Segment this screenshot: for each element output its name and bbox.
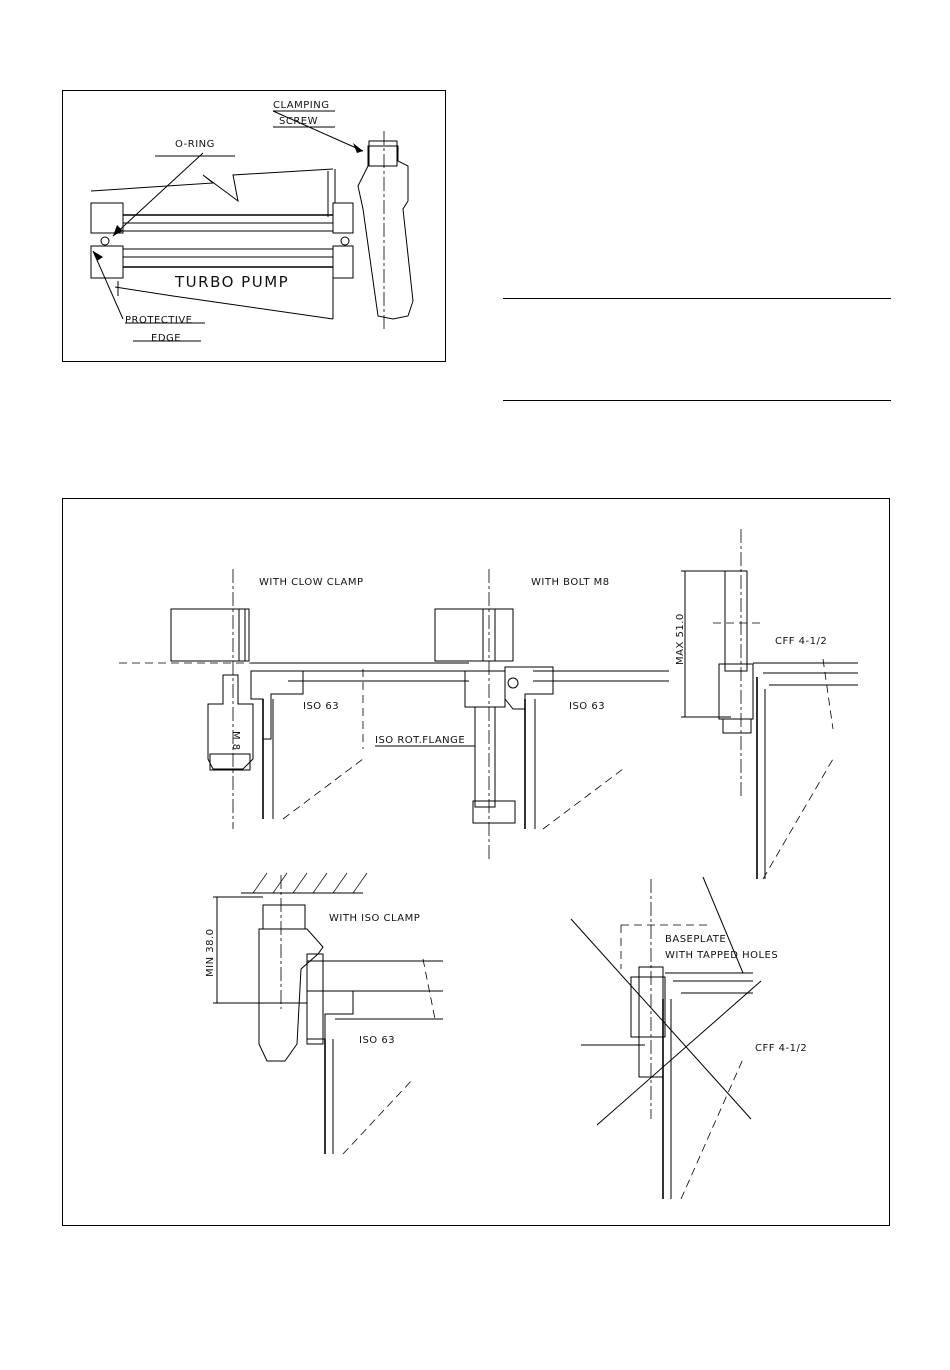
baseplate-label-1: BASEPLATE [665, 934, 726, 945]
iso63-label-a: ISO 63 [303, 701, 339, 712]
max-51-label: MAX 51.0 [675, 613, 686, 665]
break-line-top [91, 169, 333, 201]
turbo-pump-clamping-figure: CLAMPING SCREW O-RING TURBO PUMP PROTECT… [62, 90, 446, 362]
bolt-m8-label: WITH BOLT M8 [531, 577, 610, 588]
cff-label-a: CFF 4-1/2 [775, 636, 827, 647]
clamping-claw [358, 146, 413, 319]
m8-claw-label: M 8 [230, 731, 241, 751]
iso63-label-b: ISO 63 [569, 701, 605, 712]
iso-clamp-label: WITH ISO CLAMP [329, 913, 420, 924]
clamping-label-2: SCREW [279, 116, 318, 127]
protective-label-1: PROTECTIVE [125, 315, 192, 326]
o-ring-label: O-RING [175, 139, 215, 150]
turbo-pump-label: TURBO PUMP [174, 273, 289, 291]
horizontal-rule-bottom [503, 400, 891, 401]
left-flange-lower [91, 246, 123, 278]
right-flange-lower [333, 246, 353, 278]
iso63-label-c: ISO 63 [359, 1035, 395, 1046]
right-flange-upper [333, 203, 353, 233]
o-ring-left [101, 237, 109, 245]
baseplate-label-2: WITH TAPPED HOLES [665, 950, 778, 961]
baseplate-view: BASEPLATE WITH TAPPED HOLES CFF 4-1/2 [571, 877, 807, 1199]
bolt-m8-view: WITH BOLT M8 ISO 63 ISO ROT.FLANGE [375, 569, 669, 859]
horizontal-rule-top [503, 298, 891, 299]
turbo-pump-drawing: CLAMPING SCREW O-RING TURBO PUMP PROTECT… [63, 91, 447, 363]
claw-clamp-label: WITH CLOW CLAMP [259, 577, 364, 588]
iso-rot-flange-label: ISO ROT.FLANGE [375, 735, 465, 746]
clamping-label-1: CLAMPING [273, 100, 329, 111]
clamping-screw-head [369, 141, 397, 166]
cross-out-line-1 [571, 919, 751, 1119]
flange-mounting-options-figure: WITH CLOW CLAMP M 8 ISO 63 WITH BOLT M8 … [62, 498, 890, 1226]
min-38-label: MIN 38.0 [205, 928, 216, 977]
cff-view-top: MAX 51.0 CFF 4-1/2 [675, 529, 858, 879]
o-ring-right [341, 237, 349, 245]
claw-clamp-view: WITH CLOW CLAMP M 8 ISO 63 [119, 569, 469, 829]
protective-label-2: EDGE [151, 333, 181, 344]
iso-clamp-view: MIN 38.0 WITH ISO CLAMP ISO 63 [205, 873, 443, 1154]
flange-mounting-drawing: WITH CLOW CLAMP M 8 ISO 63 WITH BOLT M8 … [63, 499, 891, 1227]
cff-label-b: CFF 4-1/2 [755, 1043, 807, 1054]
